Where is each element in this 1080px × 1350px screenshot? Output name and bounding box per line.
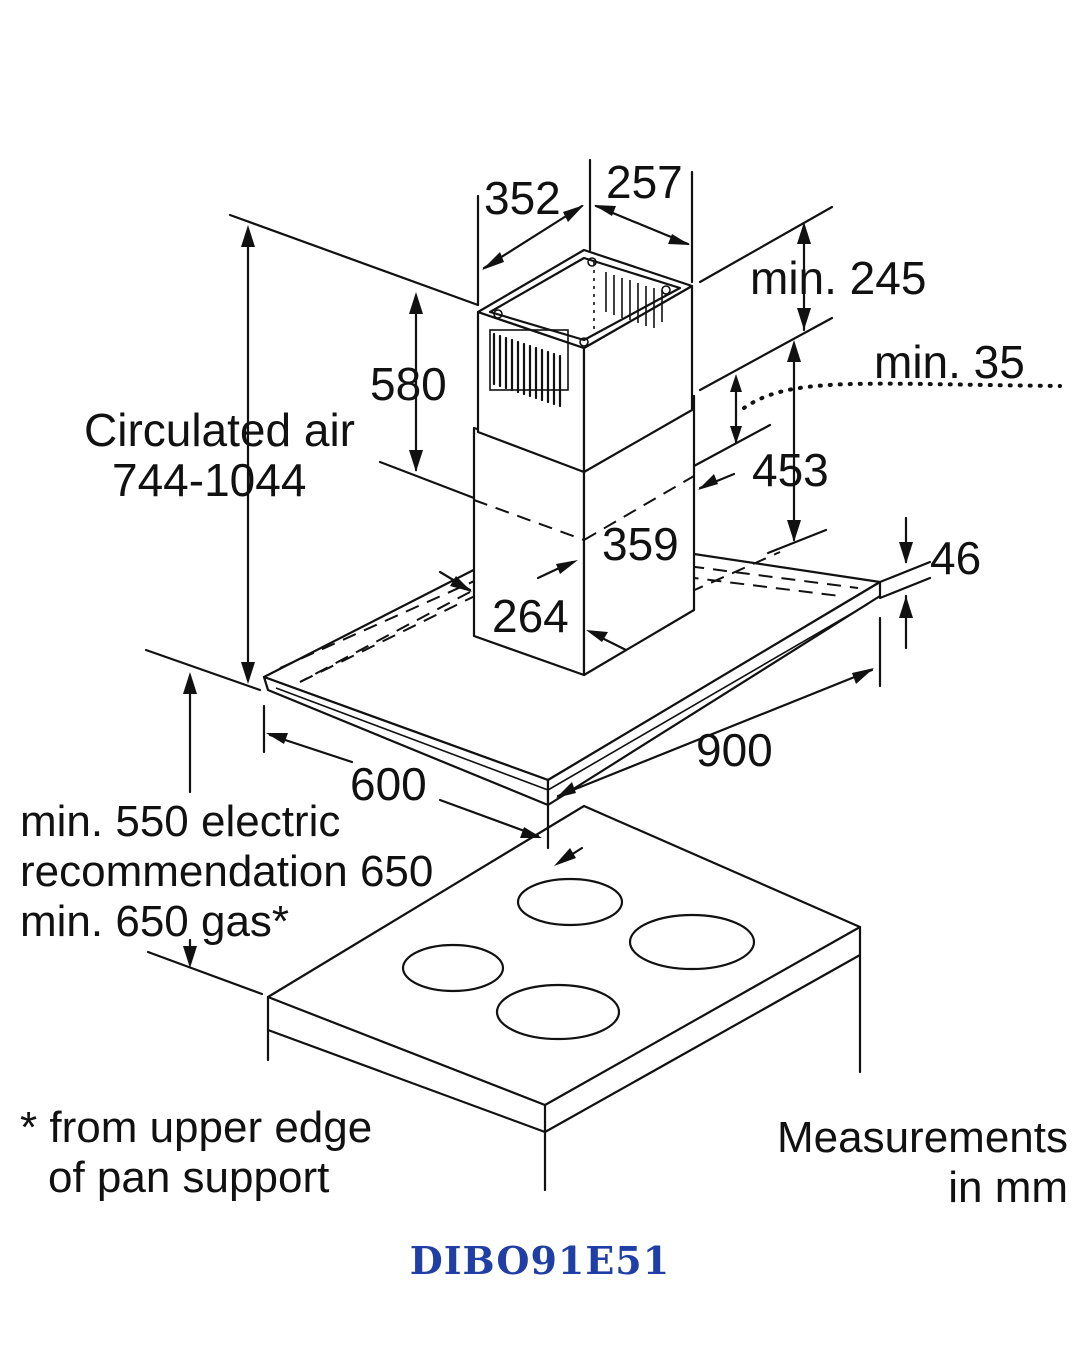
burner-back	[516, 877, 624, 927]
circulated-air-label: Circulated air	[84, 404, 355, 456]
vent-grille-front	[489, 329, 569, 408]
vent-grille-back	[593, 262, 663, 332]
dim-352: 352	[484, 172, 561, 224]
chimney-lower	[472, 394, 696, 677]
clearance-note-line2: recommendation 650	[20, 847, 433, 896]
burner-right	[628, 913, 756, 971]
dim-900: 900	[696, 724, 773, 776]
dimension-labels: 352 257 min. 245 580 min. 35 Circulated …	[84, 156, 1025, 810]
units-line2: in mm	[948, 1163, 1068, 1212]
dim-359: 359	[602, 518, 679, 570]
dim-min-35: min. 35	[874, 336, 1025, 388]
dim-580: 580	[370, 358, 447, 410]
circulated-air-range: 744-1044	[112, 454, 306, 506]
chimney-upper	[476, 248, 694, 474]
clearance-note-line3: min. 650 gas*	[20, 897, 289, 946]
notes: min. 550 electric recommendation 650 min…	[20, 797, 1068, 1212]
footnote-line1: * from upper edge	[20, 1103, 372, 1152]
cooktop	[266, 804, 862, 1192]
dim-453: 453	[752, 444, 829, 496]
burner-left	[401, 943, 505, 993]
burner-front	[495, 983, 621, 1041]
dim-257: 257	[606, 156, 683, 208]
dim-264: 264	[492, 590, 569, 642]
dimension-lines	[144, 158, 1062, 996]
dim-600: 600	[350, 758, 427, 810]
units-line1: Measurements	[777, 1113, 1068, 1162]
dim-min-245: min. 245	[750, 252, 926, 304]
dim-46: 46	[930, 532, 981, 584]
clearance-note-line1: min. 550 electric	[20, 797, 340, 846]
footnote-line2: of pan support	[48, 1153, 329, 1202]
model-code: DIBO91E51	[409, 1238, 671, 1283]
